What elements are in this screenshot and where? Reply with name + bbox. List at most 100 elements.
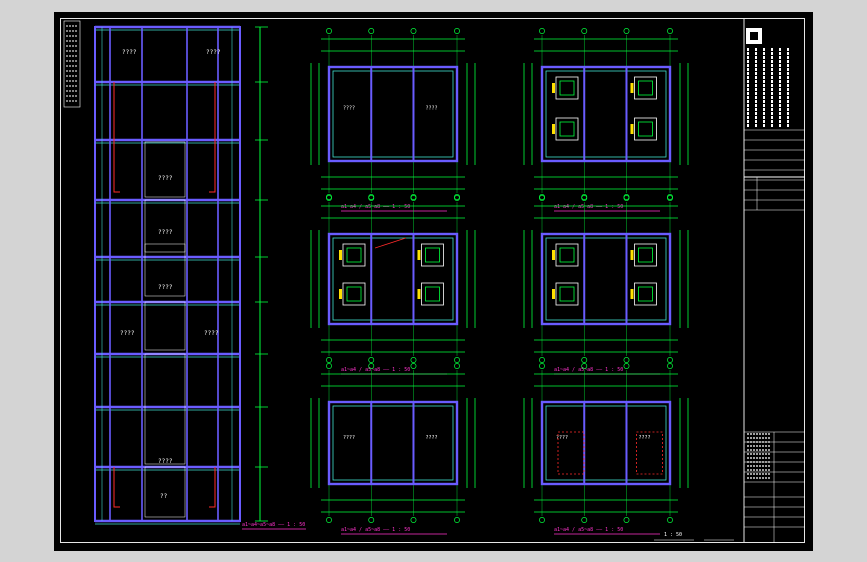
section-column-lines (94, 27, 241, 521)
section-room-label: ?? (160, 493, 168, 500)
section-room-label: ???? (158, 229, 173, 236)
plan-outer-wall (327, 400, 459, 486)
fixture-box (555, 117, 579, 141)
door-line (113, 467, 120, 508)
grid-bubble (667, 357, 673, 363)
grid-bubble (581, 195, 588, 201)
plan-room-label: ???? (638, 435, 650, 441)
room-box (144, 141, 186, 198)
sheet-frame (60, 18, 805, 543)
grid-bubble (623, 28, 630, 34)
fixture-box (555, 282, 579, 306)
grid-bubble (410, 28, 417, 34)
grid-bubble (368, 517, 375, 523)
floor-plan: ???????? a1~a4 / a5~a8 —— 1 : 50 (310, 28, 476, 212)
grid-bubble (410, 517, 417, 523)
section-caption: a1~a4~a5~a8 —— 1 : 50 (242, 522, 305, 528)
plan-wall-inner (545, 70, 667, 158)
room-box (144, 466, 186, 518)
grid-bubble (326, 517, 332, 523)
fixture-inner (559, 286, 575, 302)
grid-bubble (623, 517, 630, 523)
fixture-box (555, 76, 579, 100)
title-block-text (747, 48, 789, 128)
grid-bubble (454, 28, 460, 34)
title-block (743, 18, 805, 543)
fixture-inner (346, 286, 362, 302)
fixture-mark (339, 289, 342, 299)
fixture-mark (630, 250, 634, 260)
fixture-box (342, 243, 366, 267)
fixture-box (421, 282, 444, 306)
fixture-box (634, 243, 657, 267)
section-room-label: ???? (120, 330, 135, 337)
grid-bubble (623, 357, 630, 363)
demolition-area (557, 431, 585, 475)
plan-caption: a1~a4 / a5~a8 —— 1 : 50 (554, 527, 623, 533)
plan-outer-wall (540, 400, 672, 486)
section-room-label: ???? (206, 49, 221, 56)
fixture-mark (339, 250, 342, 260)
floor-plan: a1~a4 / a5~a8 —— 1 : 50 (523, 28, 689, 212)
fixture-inner (638, 80, 653, 96)
plan-caption: a1~a4 / a5~a8 —— 1 : 50 (341, 204, 410, 210)
section-labels: ???? ???? ???? ???? ???? ???? ???? ???? … (120, 49, 221, 500)
grid-bubble (368, 357, 375, 363)
plan-caption: a1~a4 / a5~a8 —— 1 : 50 (341, 367, 410, 373)
fixture-inner (346, 247, 362, 263)
floor-plan: a1~a4 / a5~a8 —— 1 : 50 (523, 195, 689, 375)
plan-room-label: ???? (425, 435, 437, 441)
grid-bubble (667, 195, 673, 201)
fixture-box (342, 282, 366, 306)
plan-wall-inner (545, 405, 667, 481)
floor-plan: ???????? a1~a4 / a5~a8 —— 1 : 50 (310, 363, 476, 535)
grid-bubble (667, 363, 673, 369)
title-block-grid (744, 129, 805, 543)
grid-bubble (623, 195, 630, 201)
fixture-mark (417, 289, 421, 299)
room-box (144, 243, 186, 297)
demolition-area (636, 431, 663, 475)
cad-drawing-canvas[interactable]: ???? ???? ???? ???? ???? ???? ???? ???? … (54, 12, 813, 551)
grid-bubble (581, 517, 588, 523)
fixture-inner (559, 121, 575, 137)
plan-wall-inner (332, 70, 454, 158)
room-box (144, 353, 186, 465)
section-room-label: ???? (122, 49, 137, 56)
grid-bubble (326, 195, 332, 201)
plan-wall-inner (545, 237, 667, 321)
section-floor-lines (95, 25, 240, 525)
grid-bubble (454, 195, 460, 201)
revision-table (63, 20, 81, 108)
fixture-box (634, 282, 657, 306)
fixture-box (421, 243, 444, 267)
section-room-label: ???? (158, 458, 173, 465)
section-room-boxes (144, 141, 186, 518)
fixture-inner (559, 80, 575, 96)
plan-room-label: ???? (343, 105, 355, 111)
scale-note: 1 : 50 (664, 532, 682, 538)
plan-caption: a1~a4 / a5~a8 —— 1 : 50 (554, 204, 623, 210)
grid-bubble (326, 363, 332, 369)
door-line (113, 82, 120, 193)
elevation-ticks (255, 26, 268, 522)
drawing-sheet[interactable]: ???? ???? ???? ???? ???? ???? ???? ???? … (54, 12, 813, 551)
plan-room-label: ???? (425, 105, 437, 111)
room-box (144, 301, 186, 351)
grid-bubble (539, 28, 545, 34)
grid-bubble (623, 363, 630, 369)
grid-bubble (581, 357, 588, 363)
grid-bubble (581, 28, 588, 34)
grid-bubble (368, 195, 375, 201)
plan-outer-wall (327, 232, 459, 326)
grid-bubble (410, 357, 417, 363)
section-room-label: ???? (204, 330, 219, 337)
fixture-mark (552, 83, 555, 93)
grid-bubble (368, 363, 375, 369)
plan-outer-wall (540, 232, 672, 326)
floor-plan: ????????a1~a4 / a5~a8 —— 1 : 50 (523, 363, 689, 535)
plan-room-label: ???? (343, 435, 355, 441)
grid-bubble (368, 28, 375, 34)
revision-marks (66, 25, 78, 102)
